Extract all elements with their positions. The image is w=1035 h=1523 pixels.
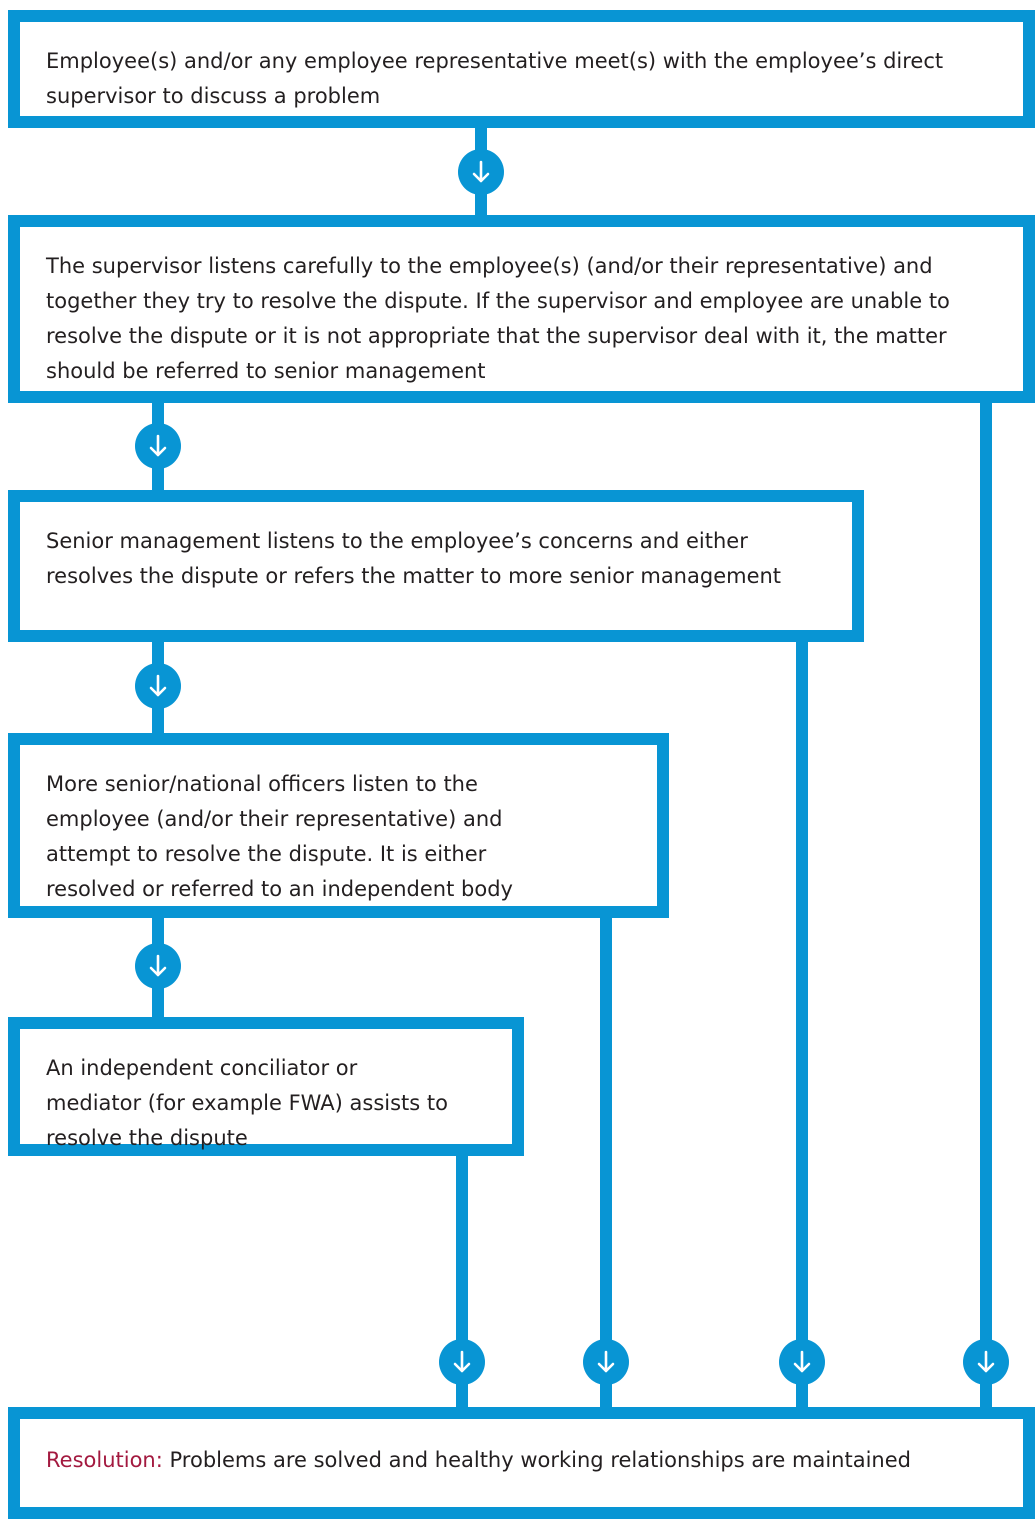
step-3-text: Senior management listens to the employe…: [46, 529, 782, 588]
step-3-box: Senior management listens to the employe…: [8, 490, 864, 642]
down-arrow-icon: [458, 149, 504, 195]
down-arrow-icon: [583, 1339, 629, 1385]
step-2-box: The supervisor listens carefully to the …: [8, 215, 1035, 403]
down-arrow-icon: [135, 663, 181, 709]
down-arrow-icon: [135, 423, 181, 469]
down-arrow-icon: [963, 1339, 1009, 1385]
step-4-text: More senior/national officers listen to …: [46, 772, 513, 901]
step-2-text: The supervisor listens carefully to the …: [46, 254, 950, 383]
step-1-text: Employee(s) and/or any employee represen…: [46, 49, 944, 108]
step-1-box: Employee(s) and/or any employee represen…: [8, 10, 1035, 128]
connector-step4-resolution: [600, 910, 612, 1412]
resolution-label: Resolution:: [46, 1448, 163, 1472]
down-arrow-icon: [439, 1339, 485, 1385]
step-5-text: An independent conciliator or mediator (…: [46, 1056, 448, 1150]
down-arrow-icon: [779, 1339, 825, 1385]
down-arrow-icon: [135, 943, 181, 989]
resolution-box: Resolution: Problems are solved and heal…: [8, 1407, 1035, 1519]
connector-step2-resolution: [980, 395, 992, 1412]
connector-step3-resolution: [796, 634, 808, 1412]
step-5-box: An independent conciliator or mediator (…: [8, 1017, 524, 1156]
resolution-description: Problems are solved and healthy working …: [169, 1448, 911, 1472]
step-4-box: More senior/national officers listen to …: [8, 733, 669, 918]
resolution-text: Resolution: Problems are solved and heal…: [46, 1443, 1013, 1478]
